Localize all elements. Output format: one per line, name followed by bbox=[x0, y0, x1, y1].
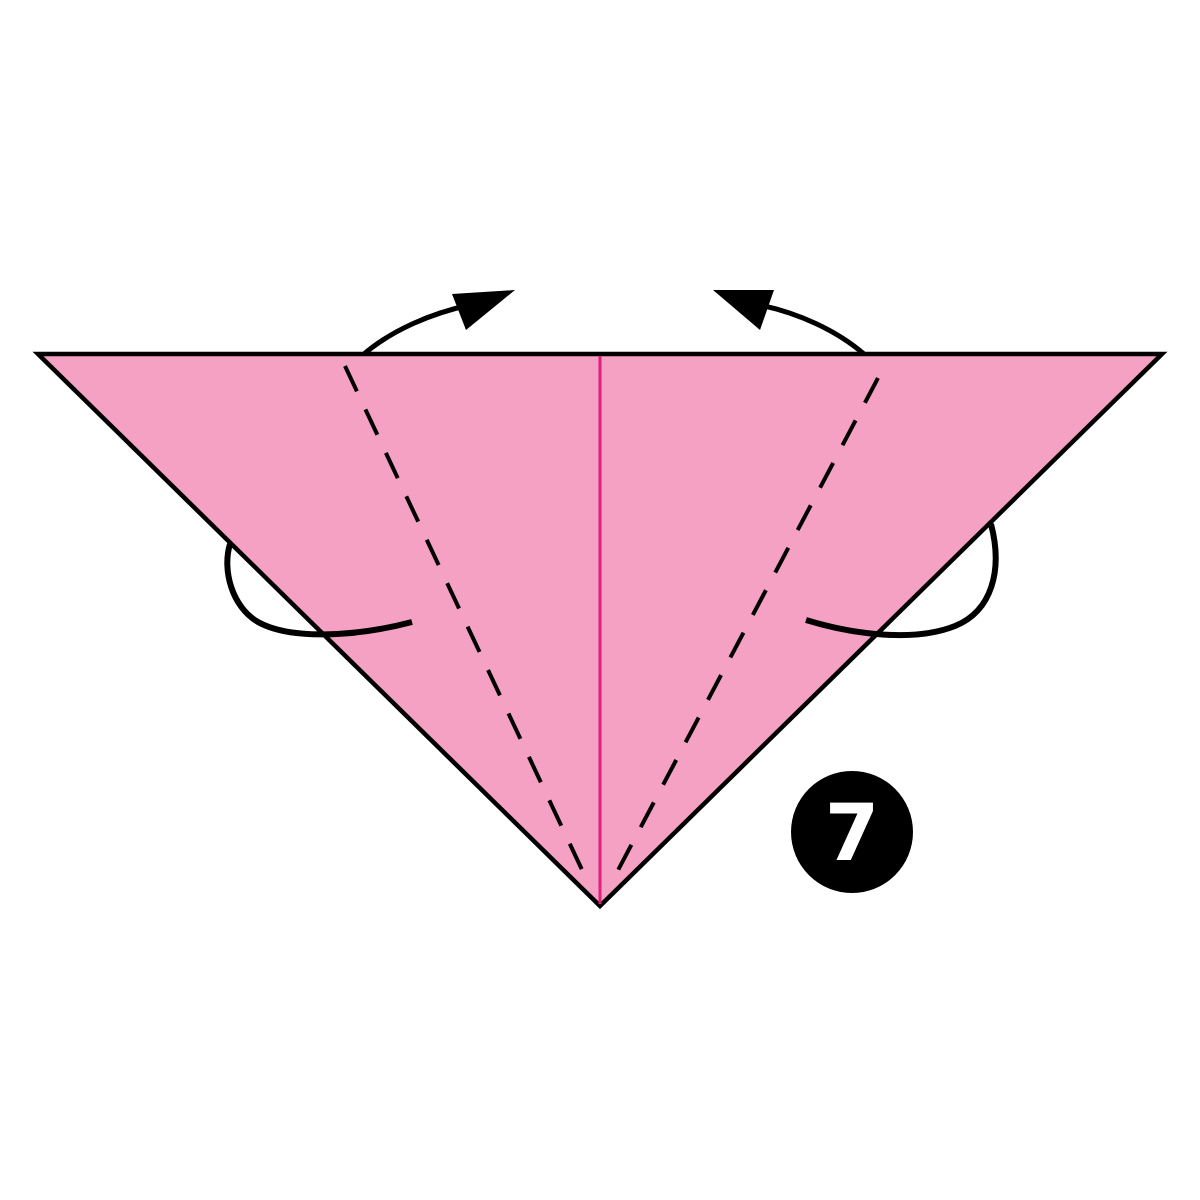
step-badge-circle bbox=[791, 771, 913, 893]
right-fold-behind-arrow bbox=[805, 523, 999, 639]
top-right-fold-arrow bbox=[759, 302, 866, 356]
step-number-label: 7 bbox=[825, 789, 879, 879]
top-left-arrowhead-icon bbox=[452, 290, 515, 330]
top-left-fold-arrow bbox=[362, 302, 471, 356]
top-right-arrowhead-icon bbox=[713, 290, 774, 330]
left-fold-behind-arrow bbox=[224, 543, 413, 638]
step-number-badge: 7 bbox=[791, 771, 913, 893]
